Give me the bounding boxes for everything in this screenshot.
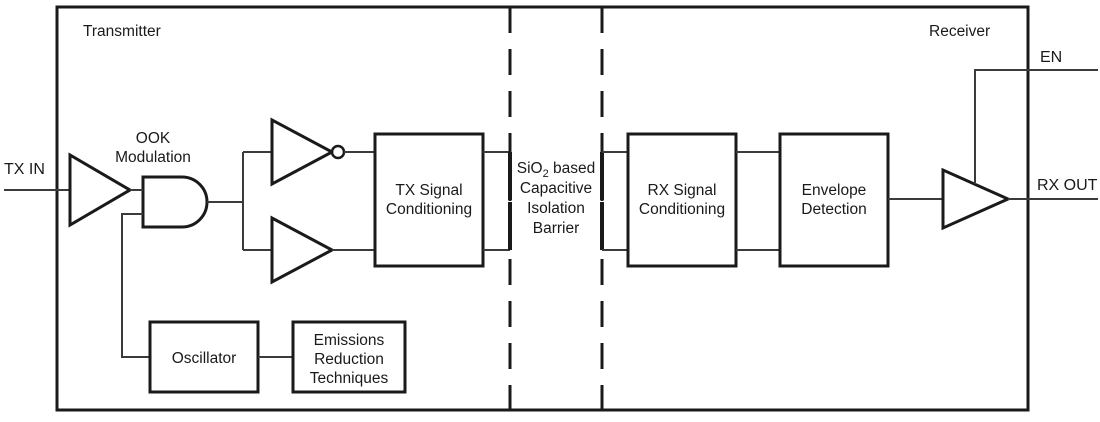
- inverter-bubble-icon: [330, 144, 346, 160]
- buffer-gate-icon: [270, 215, 336, 285]
- input-buffer-icon: [68, 152, 133, 228]
- block-rx-signal-conditioning-line-2: Conditioning: [639, 201, 725, 218]
- block-emissions-reduction-line-3: Techniques: [310, 370, 389, 387]
- block-envelope-detection-line-2: Detection: [801, 201, 866, 218]
- section-label-transmitter: Transmitter: [83, 23, 161, 40]
- block-tx-signal-conditioning: [373, 132, 485, 268]
- block-tx-signal-conditioning-line-2: Conditioning: [386, 201, 472, 218]
- and-gate-icon: [141, 175, 209, 229]
- barrier-label-sio2-prefix: SiO: [517, 160, 543, 177]
- wire-and-input-bottom: [121, 213, 150, 358]
- port-label-tx-in: TX IN: [4, 161, 45, 178]
- block-rx-signal-conditioning: [626, 132, 738, 268]
- block-emissions-reduction: [291, 320, 407, 394]
- port-label-rx-out: RX OUT: [1037, 177, 1098, 194]
- port-label-enable: EN: [1040, 49, 1062, 66]
- barrier-label-line-4: Barrier: [533, 220, 580, 237]
- output-buffer-icon: [941, 167, 1012, 231]
- block-emissions-reduction-line-2: Reduction: [314, 351, 384, 368]
- block-envelope-detection-line-1: Envelope: [802, 182, 867, 199]
- block-emissions-reduction-line-1: Emissions: [314, 332, 385, 349]
- block-rx-signal-conditioning-line-1: RX Signal: [648, 182, 717, 199]
- barrier-label-line-2: Capacitive: [520, 180, 592, 197]
- barrier-label-sio2-subscript: 2: [543, 168, 549, 180]
- block-envelope-detection: [778, 132, 890, 268]
- wire-enable: [974, 69, 1098, 184]
- annotation-ook-line2: Modulation: [115, 149, 191, 166]
- inverter-gate-icon: [270, 117, 336, 187]
- block-oscillator: [148, 320, 260, 394]
- section-label-receiver: Receiver: [929, 23, 990, 40]
- block-tx-signal-conditioning-line-1: TX Signal: [395, 182, 462, 199]
- barrier-label-line-3: Isolation: [527, 200, 585, 217]
- annotation-ook-line1: OOK: [136, 130, 171, 147]
- barrier-label-line-1: SiO2 based: [517, 160, 596, 180]
- barrier-label-sio2-suffix: based: [549, 160, 596, 177]
- device-boundary: [55, 5, 1030, 412]
- block-oscillator-line-1: Oscillator: [172, 350, 237, 367]
